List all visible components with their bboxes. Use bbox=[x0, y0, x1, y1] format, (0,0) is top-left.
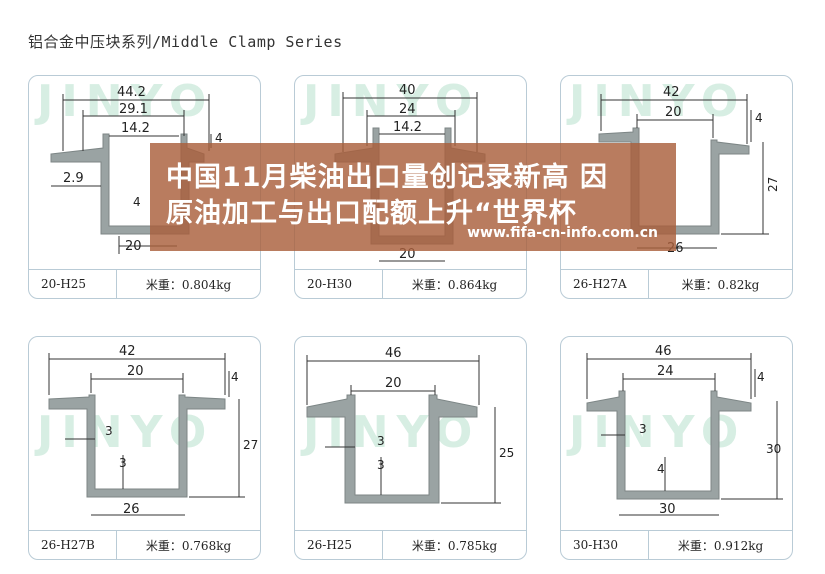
dim-label: 3 bbox=[119, 456, 127, 470]
dimension-lines bbox=[306, 355, 501, 504]
product-weight: 米重：0.804kg bbox=[145, 277, 232, 292]
dim-label: 14.2 bbox=[393, 120, 422, 135]
overlay-url[interactable]: www.fifa-cn-info.com.cn bbox=[467, 225, 658, 241]
product-info-row: 26-H27B 米重：0.768kg bbox=[29, 530, 260, 559]
dim-label: 20 bbox=[665, 105, 682, 120]
dim-label: 24 bbox=[657, 364, 674, 379]
dim-label: 42 bbox=[119, 344, 136, 359]
page-title: 铝合金中压块系列/Middle Clamp Series bbox=[28, 33, 343, 51]
profile-drawing: JINYO 46 24 4 3 4 30 30 bbox=[566, 344, 783, 517]
dim-label: 4 bbox=[755, 111, 763, 125]
product-weight: 米重：0.912kg bbox=[677, 538, 764, 553]
product-card-30-h30: JINYO 46 24 4 3 4 30 30 30-H30 米重：0.912k… bbox=[560, 336, 793, 560]
product-weight: 米重：0.864kg bbox=[411, 277, 498, 292]
profile-drawing: JINYO 42 20 4 3 3 27 26 bbox=[34, 344, 258, 517]
dimension-lines bbox=[586, 353, 783, 516]
dim-label: 27 bbox=[766, 177, 780, 192]
dim-label: 3 bbox=[639, 422, 647, 436]
dim-label: 20 bbox=[125, 239, 142, 254]
product-code: 26-H25 bbox=[295, 531, 383, 559]
dim-label: 3 bbox=[105, 424, 113, 438]
product-code: 26-H27A bbox=[561, 270, 649, 298]
product-weight: 米重：0.785kg bbox=[411, 538, 498, 553]
product-card-26-h25: JINYO 46 20 3 3 25 26-H25 米重：0.785kg bbox=[294, 336, 527, 560]
dim-label: 40 bbox=[399, 83, 416, 98]
dim-label: 30 bbox=[659, 502, 676, 517]
dim-label: 46 bbox=[655, 344, 672, 359]
watermark-text: JINYO bbox=[34, 407, 214, 458]
dimension-lines bbox=[342, 92, 478, 262]
dim-label: 4 bbox=[133, 195, 141, 209]
dim-label: 4 bbox=[657, 462, 665, 476]
product-weight: 米重：0.82kg bbox=[681, 277, 760, 292]
watermark-text: JINYO bbox=[566, 407, 746, 458]
dimension-lines bbox=[51, 94, 212, 254]
overlay-headline-line2: 原油加工与出口配额上升“世界杯 bbox=[166, 198, 577, 229]
product-info-row: 20-H30 米重：0.864kg bbox=[295, 269, 526, 298]
product-weight: 米重：0.768kg bbox=[145, 538, 232, 553]
overlay-headline-line1: 中国11月柴油出口量创记录新高 因 bbox=[166, 162, 608, 193]
dim-label: 3 bbox=[377, 434, 385, 448]
dim-label: 30 bbox=[766, 442, 781, 456]
news-overlay-banner[interactable]: 中国11月柴油出口量创记录新高 因 原油加工与出口配额上升“世界杯 www.fi… bbox=[150, 143, 676, 251]
dim-label: 4 bbox=[231, 370, 239, 384]
dimension-lines bbox=[600, 94, 769, 249]
dim-label: 2.9 bbox=[63, 171, 84, 186]
product-code: 20-H25 bbox=[29, 270, 117, 298]
dim-label: 29.1 bbox=[119, 102, 148, 117]
profile-drawing: JINYO 46 20 3 3 25 bbox=[300, 346, 514, 504]
watermark-text: JINYO bbox=[300, 76, 480, 127]
dim-label: 25 bbox=[499, 446, 514, 460]
watermark-text: JINYO bbox=[566, 76, 746, 127]
dim-label: 20 bbox=[385, 376, 402, 391]
dim-label: 4 bbox=[757, 370, 765, 384]
product-code: 20-H30 bbox=[295, 270, 383, 298]
product-code: 30-H30 bbox=[561, 531, 649, 559]
product-card-26-h27b: JINYO 42 20 4 3 3 27 26 26-H27B 米重：0.768… bbox=[28, 336, 261, 560]
product-code: 26-H27B bbox=[29, 531, 117, 559]
dim-label: 26 bbox=[123, 502, 140, 517]
dim-label: 14.2 bbox=[121, 121, 150, 136]
product-info-row: 26-H25 米重：0.785kg bbox=[295, 530, 526, 559]
product-info-row: 20-H25 米重：0.804kg bbox=[29, 269, 260, 298]
dim-label: 3 bbox=[377, 458, 385, 472]
profile-shape bbox=[48, 394, 226, 498]
profile-drawing: JINYO 44.2 29.1 14.2 4 2.9 4 20 bbox=[34, 76, 223, 254]
dim-label: 46 bbox=[385, 346, 402, 361]
dim-label: 4 bbox=[215, 131, 223, 145]
dim-label: 44.2 bbox=[117, 85, 146, 100]
product-info-row: 30-H30 米重：0.912kg bbox=[561, 530, 792, 559]
product-info-row: 26-H27A 米重：0.82kg bbox=[561, 269, 792, 298]
dim-label: 42 bbox=[663, 85, 680, 100]
profile-shape bbox=[306, 394, 478, 504]
dim-label: 20 bbox=[127, 364, 144, 379]
dim-label: 27 bbox=[243, 438, 258, 452]
dimension-lines bbox=[48, 353, 245, 516]
dim-label: 24 bbox=[399, 102, 416, 117]
